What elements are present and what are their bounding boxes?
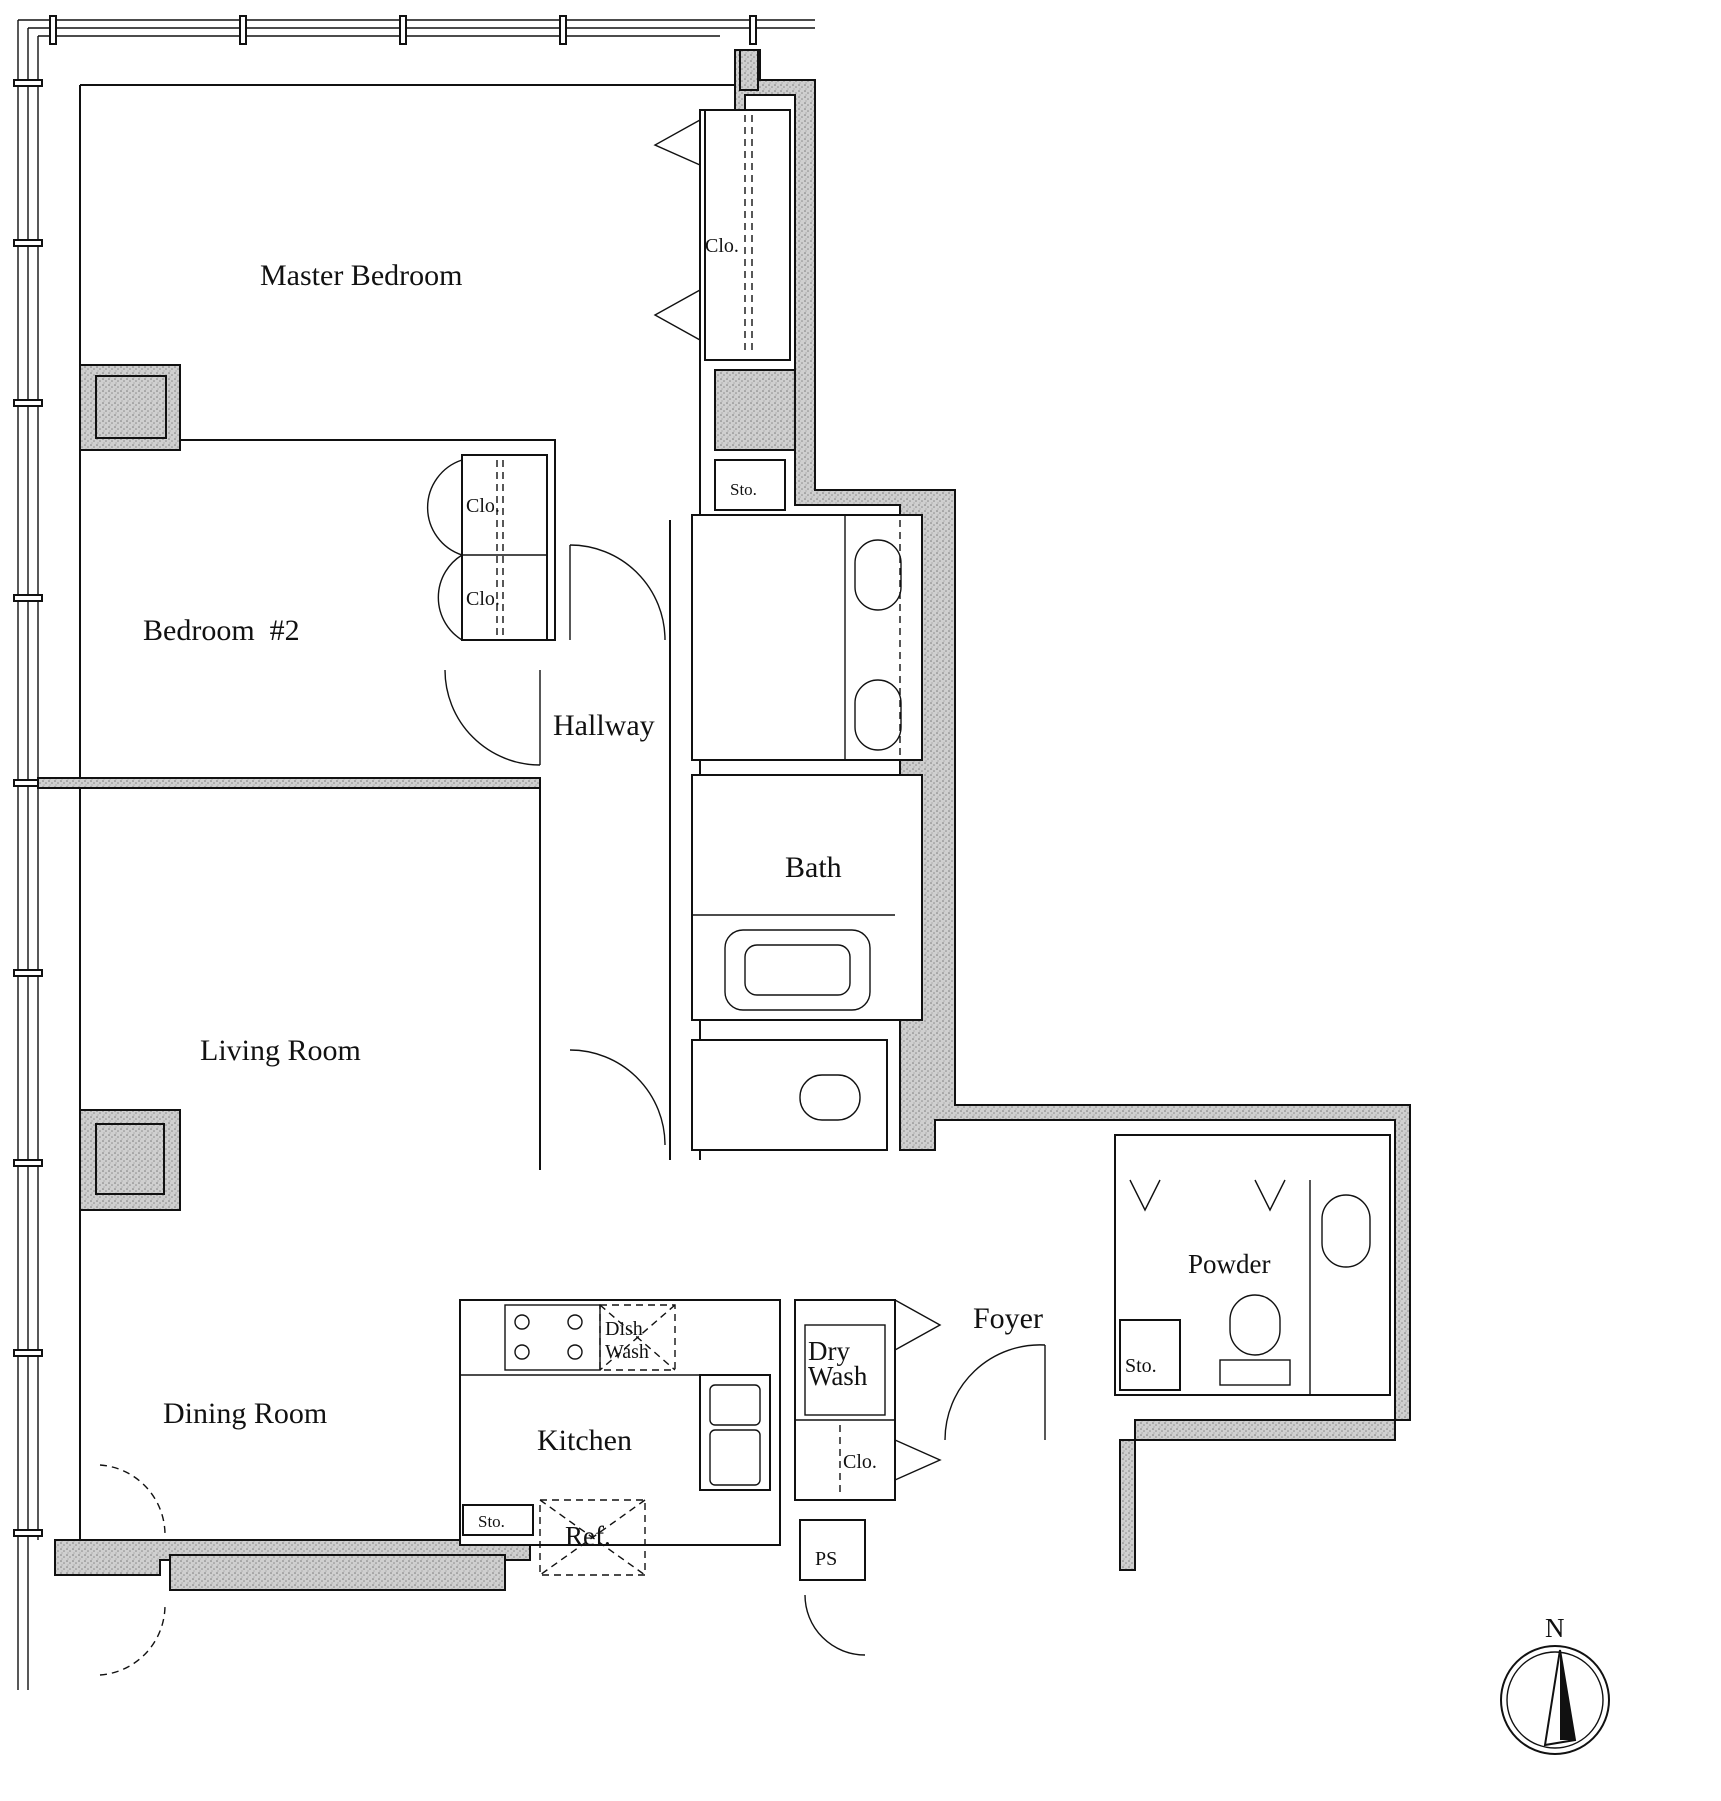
closet-master-label: Clo. [705, 235, 739, 257]
pipe-shaft-label: PS [815, 1548, 837, 1570]
powder-room [1114, 1134, 1391, 1396]
fixture-labels: Clo. Clo. Clo. Clo. Sto. Sto. Sto. Dish … [466, 235, 1157, 1570]
laundry-closet [794, 1299, 942, 1581]
storage-hall-label: Sto. [730, 480, 757, 499]
kitchen [459, 1299, 781, 1576]
closet-bed2-b-label: Clo. [466, 588, 500, 610]
bathroom [691, 514, 923, 1151]
dryer-label-1: Dry [808, 1336, 850, 1366]
closet-bed2-a-label: Clo. [466, 495, 500, 517]
kitchen-label: Kitchen [537, 1424, 632, 1457]
storage-kitchen-label: Sto. [478, 1512, 505, 1531]
north-compass: N [1500, 1613, 1610, 1755]
master-bedroom-label: Master Bedroom [260, 259, 462, 292]
dishwasher-label-1: Dish [605, 1318, 643, 1340]
dryer-label-2: Wash [808, 1361, 868, 1391]
living-room-label: Living Room [200, 1034, 361, 1067]
dining-room-label: Dining Room [163, 1397, 327, 1430]
hallway-label: Hallway [553, 709, 655, 742]
bedroom2-closets [426, 454, 548, 641]
foyer-label: Foyer [973, 1302, 1043, 1335]
bedroom2-label: Bedroom #2 [143, 614, 300, 647]
storage-powder-label: Sto. [1125, 1355, 1157, 1377]
bath-label: Bath [785, 851, 842, 884]
closet-foyer-label: Clo. [843, 1451, 877, 1473]
exterior-window-wall [13, 15, 815, 1690]
refrigerator-label: Ref. [565, 1521, 611, 1551]
dishwasher-label-2: Wash [605, 1341, 649, 1363]
room-labels: Master Bedroom Bedroom #2 Hallway Bath L… [143, 259, 1271, 1457]
powder-label: Powder [1188, 1249, 1271, 1279]
hall-storage [714, 459, 786, 511]
master-closet [653, 109, 791, 361]
compass-label: N [1545, 1613, 1565, 1643]
